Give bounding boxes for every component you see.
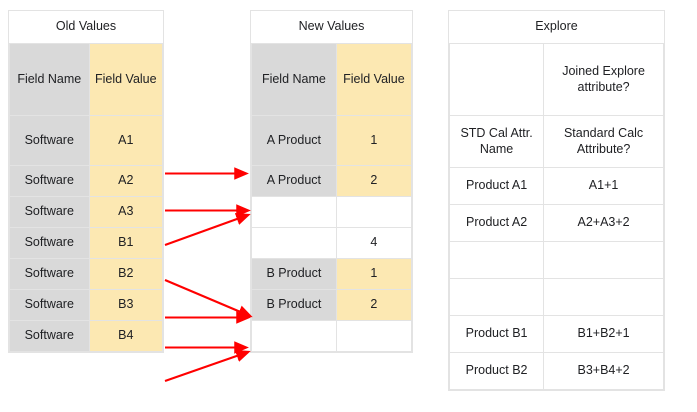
explore-row-4-name: Product B1 [448, 315, 545, 353]
table-row: Software B3 [9, 289, 164, 321]
explore-hdr2-std-cal-attr-name: STD Cal Attr. Name [448, 115, 545, 168]
explore-row-1-name: Product A2 [448, 204, 545, 242]
table-row [251, 320, 413, 352]
new-row-3-field-name [251, 227, 337, 259]
table-row [448, 241, 664, 279]
explore-row-5-name: Product B2 [448, 352, 545, 390]
table-row: Product B2 B3+B4+2 [448, 352, 664, 390]
old-values-table: Old Values Field Name Field Value Softwa… [8, 10, 164, 353]
explore-row-2-calc [543, 241, 664, 279]
new-row-4-field-name: B Product [251, 258, 337, 290]
table-row [251, 196, 413, 228]
old-row-3-field-value: B1 [88, 227, 164, 259]
old-row-0-field-name: Software [9, 115, 90, 166]
arrow-a3-to-a-product-2 [164, 213, 251, 246]
old-values-col-field-value: Field Value [88, 43, 164, 116]
old-row-2-field-value: A3 [88, 196, 164, 228]
explore-hdr1-blank [448, 43, 545, 116]
table-row: A Product 1 [251, 115, 413, 166]
old-row-3-field-name: Software [9, 227, 90, 259]
table-row: Software B4 [9, 320, 164, 352]
table-row: B Product 1 [251, 258, 413, 290]
explore-title: Explore [449, 11, 664, 44]
new-row-2-field-name [251, 196, 337, 228]
arrow-b4-to-b-product-2 [164, 349, 251, 382]
new-row-4-field-value: 1 [335, 258, 413, 290]
table-row: Software A3 [9, 196, 164, 228]
table-row: 4 [251, 227, 413, 259]
explore-row-0-name: Product A1 [448, 167, 545, 205]
old-row-6-field-value: B4 [88, 320, 164, 352]
explore-row-1-calc: A2+A3+2 [543, 204, 664, 242]
old-values-title-row: Old Values [9, 11, 163, 44]
table-row: Software B1 [9, 227, 164, 259]
new-row-6-field-value [335, 320, 413, 352]
table-row: Product A2 A2+A3+2 [448, 204, 664, 242]
old-values-title: Old Values [9, 11, 163, 44]
new-row-2-field-value [335, 196, 413, 228]
explore-title-row: Explore [449, 11, 664, 44]
table-row: Software A2 [9, 165, 164, 197]
new-row-0-field-name: A Product [251, 115, 337, 166]
explore-hdr2-standard-calc-attribute: Standard Calc Attribute? [543, 115, 664, 168]
table-row: A Product 2 [251, 165, 413, 197]
arrow-b1-to-b-product-1 [164, 279, 253, 318]
old-row-5-field-value: B3 [88, 289, 164, 321]
new-values-table: New Values Field Name Field Value A Prod… [250, 10, 413, 353]
old-values-header-row: Field Name Field Value [9, 43, 164, 116]
new-row-5-field-name: B Product [251, 289, 337, 321]
explore-row-3-calc [543, 278, 664, 316]
explore-row-5-calc: B3+B4+2 [543, 352, 664, 390]
explore-header-row-1: Joined Explore attribute? [448, 43, 664, 116]
table-row: Software A1 [9, 115, 164, 166]
explore-row-0-calc: A1+1 [543, 167, 664, 205]
new-values-title-row: New Values [251, 11, 412, 44]
old-row-1-field-value: A2 [88, 165, 164, 197]
table-row: Product A1 A1+1 [448, 167, 664, 205]
table-row: Product B1 B1+B2+1 [448, 315, 664, 353]
new-row-1-field-value: 2 [335, 165, 413, 197]
old-row-4-field-name: Software [9, 258, 90, 290]
table-row: B Product 2 [251, 289, 413, 321]
new-row-3-field-value: 4 [335, 227, 413, 259]
new-values-col-field-name: Field Name [251, 43, 337, 116]
explore-hdr1-joined-attribute: Joined Explore attribute? [543, 43, 664, 116]
old-row-6-field-name: Software [9, 320, 90, 352]
explore-row-4-calc: B1+B2+1 [543, 315, 664, 353]
old-row-1-field-name: Software [9, 165, 90, 197]
old-values-col-field-name: Field Name [9, 43, 90, 116]
new-row-5-field-value: 2 [335, 289, 413, 321]
explore-row-3-name [448, 278, 545, 316]
new-row-6-field-name [251, 320, 337, 352]
new-row-0-field-value: 1 [335, 115, 413, 166]
explore-row-2-name [448, 241, 545, 279]
explore-header-row-2: STD Cal Attr. Name Standard Calc Attribu… [448, 115, 664, 168]
table-row [448, 278, 664, 316]
old-row-2-field-name: Software [9, 196, 90, 228]
new-values-col-field-value: Field Value [335, 43, 413, 116]
new-values-header-row: Field Name Field Value [251, 43, 413, 116]
table-row: Software B2 [9, 258, 164, 290]
old-row-0-field-value: A1 [88, 115, 164, 166]
old-row-5-field-name: Software [9, 289, 90, 321]
old-row-4-field-value: B2 [88, 258, 164, 290]
explore-table: Explore Joined Explore attribute? STD Ca… [448, 10, 665, 391]
new-values-title: New Values [251, 11, 412, 44]
new-row-1-field-name: A Product [251, 165, 337, 197]
